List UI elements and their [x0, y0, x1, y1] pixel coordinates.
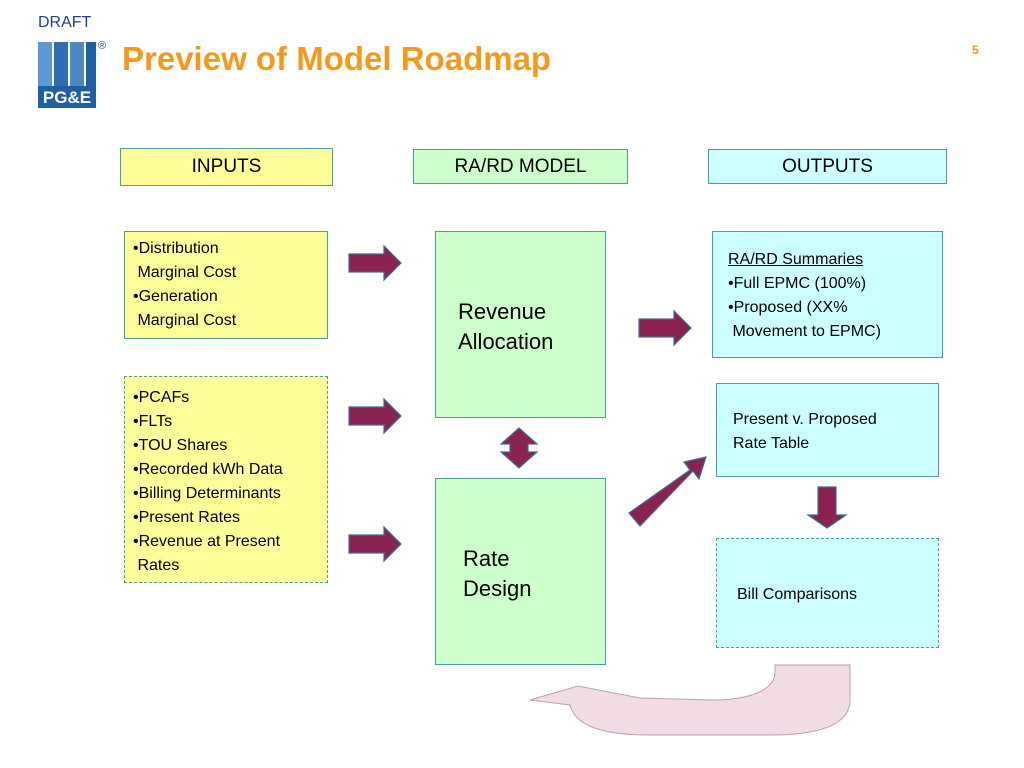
list-item: Movement to EPMC) — [728, 323, 881, 340]
list-item: •Generation — [133, 288, 218, 305]
draft-label: DRAFT — [38, 14, 92, 31]
arrow-right-icon — [348, 525, 402, 563]
return-arrow-icon — [529, 664, 851, 736]
arrow-right-icon — [348, 397, 402, 435]
rate-table-box: Present v. Proposed Rate Table — [716, 383, 939, 477]
marginal-cost-list: •Distribution Marginal Cost •Generation … — [133, 237, 327, 333]
list-item: •Billing Determinants — [133, 485, 281, 502]
outputs-header-label: OUTPUTS — [782, 155, 873, 177]
list-item: Marginal Cost — [133, 312, 237, 329]
rate-table-line-1: Present v. Proposed — [733, 411, 877, 428]
registered-mark: ® — [98, 40, 107, 52]
rate-design-box: Rate Design — [435, 478, 606, 665]
arrow-down-icon — [806, 486, 848, 529]
ra-rd-summaries-box: RA/RD Summaries •Full EPMC (100%) •Propo… — [712, 231, 943, 358]
bill-comparisons-box: Bill Comparisons — [716, 538, 939, 648]
marginal-cost-inputs-box: •Distribution Marginal Cost •Generation … — [124, 231, 328, 339]
pge-logo: PG&E — [38, 42, 96, 108]
list-item: •Revenue at Present — [133, 533, 281, 550]
model-header: RA/RD MODEL — [413, 149, 628, 184]
list-item: •Proposed (XX% — [728, 299, 848, 316]
pge-logo-graphic: PG&E — [38, 42, 96, 108]
list-item: Rates — [133, 557, 180, 574]
data-inputs-list: •PCAFs •FLTs •TOU Shares •Recorded kWh D… — [133, 386, 327, 578]
logo-text: PG&E — [43, 88, 91, 107]
bill-comparisons-label: Bill Comparisons — [737, 586, 858, 603]
page-title: Preview of Model Roadmap — [122, 40, 552, 77]
list-item: •Present Rates — [133, 509, 240, 526]
inputs-header-label: INPUTS — [191, 156, 262, 177]
arrow-up-down-icon — [499, 427, 539, 469]
rate-design-line-1: Rate — [463, 546, 510, 571]
list-item: •PCAFs — [133, 389, 190, 406]
model-header-label: RA/RD MODEL — [454, 155, 587, 177]
summaries-title: RA/RD Summaries — [728, 251, 864, 268]
arrow-right-icon — [638, 309, 692, 347]
list-item: •Full EPMC (100%) — [728, 275, 867, 292]
list-item: •Recorded kWh Data — [133, 461, 283, 478]
list-item: Marginal Cost — [133, 264, 237, 281]
outputs-header: OUTPUTS — [708, 149, 947, 184]
list-item: •Distribution — [133, 240, 219, 257]
rate-table-line-2: Rate Table — [733, 435, 810, 452]
data-inputs-box: •PCAFs •FLTs •TOU Shares •Recorded kWh D… — [124, 376, 328, 583]
arrow-right-icon — [348, 244, 402, 282]
inputs-header: INPUTS — [120, 148, 333, 186]
revenue-allocation-line-1: Revenue — [458, 299, 547, 324]
revenue-allocation-line-2: Allocation — [458, 329, 554, 354]
slide-number: 5 — [972, 43, 979, 57]
list-item: •FLTs — [133, 413, 173, 430]
list-item: •TOU Shares — [133, 437, 228, 454]
arrow-diagonal-icon — [628, 456, 707, 527]
rate-design-line-2: Design — [463, 576, 532, 601]
revenue-allocation-box: Revenue Allocation — [435, 231, 606, 418]
